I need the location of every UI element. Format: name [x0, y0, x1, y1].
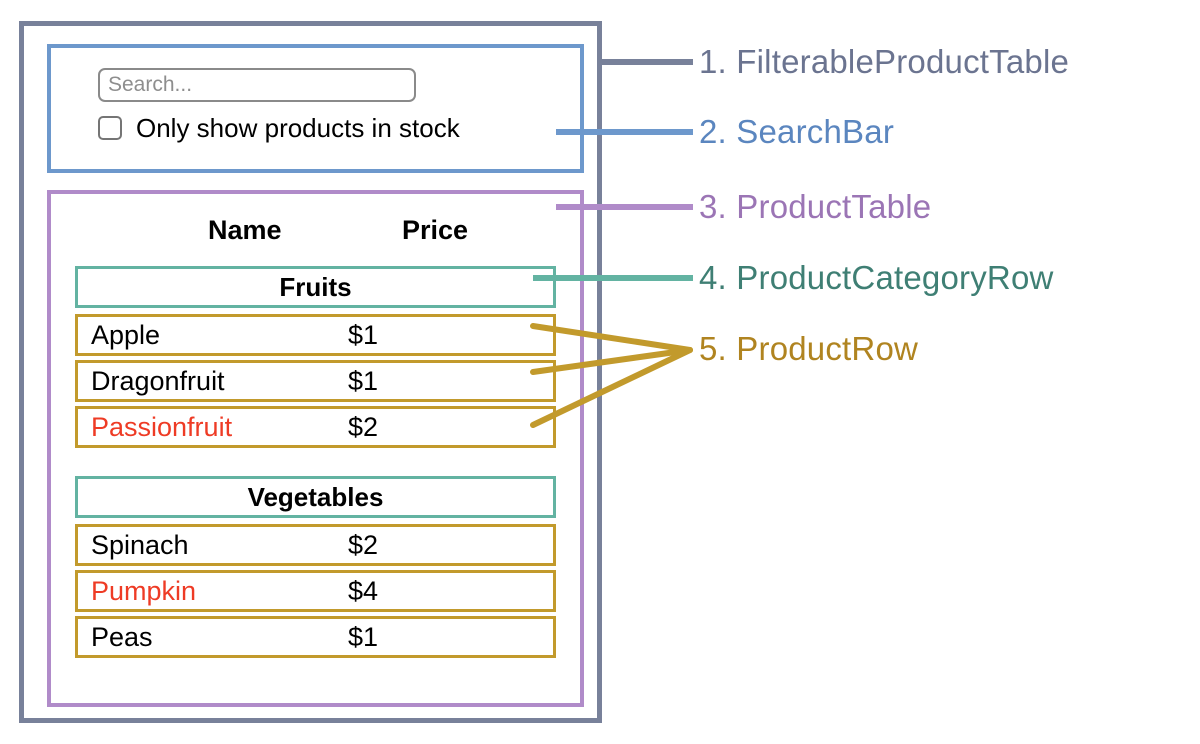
product-price: $1 — [348, 319, 379, 350]
search-bar-container: Only show products in stock — [47, 44, 584, 173]
only-in-stock-label: Only show products in stock — [136, 113, 460, 143]
product-category-row: Fruits — [75, 266, 556, 308]
group-spacer — [75, 452, 556, 476]
product-price: $2 — [348, 529, 379, 560]
annotation-label-product-row: 5. ProductRow — [699, 330, 919, 367]
filterable-product-table-container: Only show products in stock Name Price F… — [19, 21, 602, 723]
product-price: $4 — [348, 575, 379, 606]
annotation-label-product-table: 3. ProductTable — [699, 188, 932, 225]
product-category-label: Fruits — [279, 271, 352, 302]
product-name: Peas — [91, 621, 153, 652]
product-price: $2 — [348, 411, 379, 442]
annotation-label-filterable-product-table: 1. FilterableProductTable — [699, 43, 1070, 80]
product-name: Dragonfruit — [91, 365, 225, 396]
stock-filter-row[interactable]: Only show products in stock — [98, 115, 460, 141]
column-header-name: Name — [208, 214, 282, 245]
product-row[interactable]: Dragonfruit $1 — [75, 360, 556, 402]
product-row[interactable]: Peas $1 — [75, 616, 556, 658]
product-name: Passionfruit — [91, 411, 233, 442]
product-row[interactable]: Apple $1 — [75, 314, 556, 356]
product-category-row: Vegetables — [75, 476, 556, 518]
product-row[interactable]: Passionfruit $2 — [75, 406, 556, 448]
annotation-label-product-category-row: 4. ProductCategoryRow — [699, 259, 1054, 296]
product-price: $1 — [348, 621, 379, 652]
product-name: Pumpkin — [91, 575, 197, 606]
search-input[interactable] — [98, 68, 416, 102]
product-price: $1 — [348, 365, 379, 396]
product-table-container: Name Price Fruits Apple $1 Dragonfruit $… — [47, 190, 584, 707]
product-rows-area: Fruits Apple $1 Dragonfruit $1 Passionfr… — [75, 266, 556, 662]
product-row[interactable]: Pumpkin $4 — [75, 570, 556, 612]
product-row[interactable]: Spinach $2 — [75, 524, 556, 566]
product-category-label: Vegetables — [247, 481, 384, 512]
annotation-label-search-bar: 2. SearchBar — [699, 113, 895, 150]
product-name: Apple — [91, 319, 161, 350]
product-table-header: Name Price — [51, 212, 580, 248]
only-in-stock-checkbox[interactable] — [98, 116, 122, 140]
product-name: Spinach — [91, 529, 189, 560]
column-header-price: Price — [402, 214, 469, 245]
